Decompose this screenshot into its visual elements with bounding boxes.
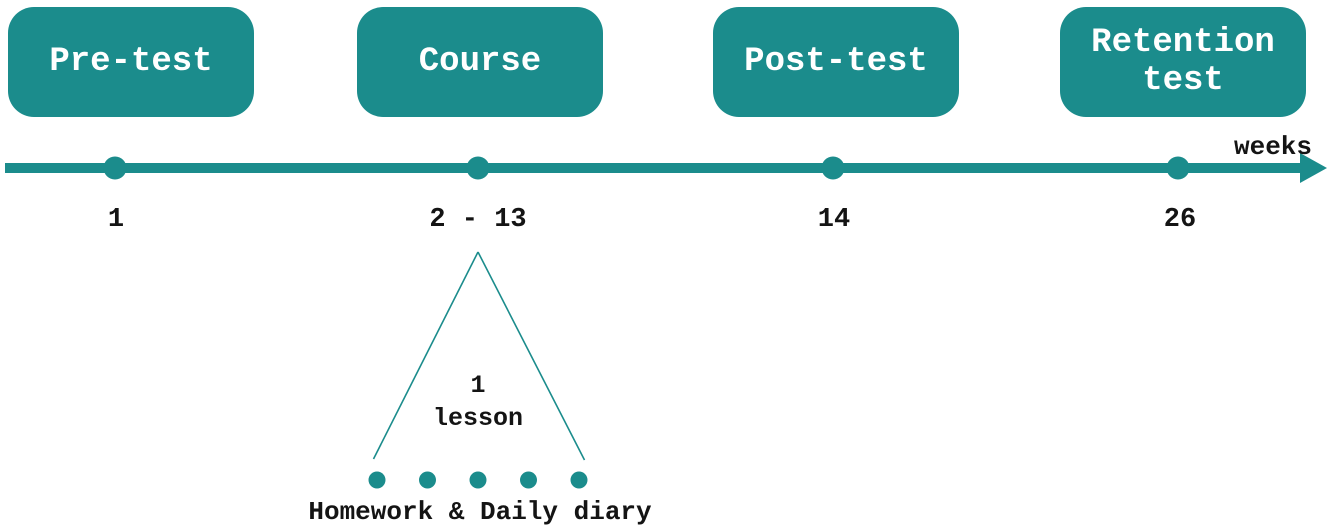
milestone-node-week-26 <box>1166 156 1190 180</box>
lesson-dot <box>520 471 537 489</box>
week-label-14: 14 <box>817 205 851 235</box>
week-label-1: 1 <box>107 205 125 235</box>
milestone-node-week-1 <box>103 156 127 180</box>
stage-box-retention-test: Retention test <box>1060 7 1306 117</box>
lesson-dot <box>469 471 487 489</box>
week-label-26: 26 <box>1163 205 1197 235</box>
triangle-right-line <box>477 251 586 461</box>
lesson-dot <box>419 471 436 489</box>
lesson-word: lesson <box>432 403 524 433</box>
week-label-2-13: 2 - 13 <box>429 205 527 235</box>
lesson-dots <box>368 471 588 489</box>
lesson-label: 1 lesson <box>433 370 523 435</box>
homework-diary-caption: Homework & Daily diary <box>308 497 652 527</box>
lesson-dot <box>570 471 588 489</box>
triangle-left-line <box>372 251 479 460</box>
arrowhead-icon <box>1300 153 1327 183</box>
milestone-node-week-2-13 <box>466 156 490 180</box>
stage-box-pre-test: Pre-test <box>8 7 254 117</box>
stage-box-post-test: Post-test <box>713 7 959 117</box>
milestone-node-week-14 <box>821 156 845 180</box>
stage-box-course: Course <box>357 7 603 117</box>
axis-unit-label: weeks <box>1233 132 1312 162</box>
lesson-count: 1 <box>470 371 486 400</box>
lesson-dot <box>368 471 386 489</box>
